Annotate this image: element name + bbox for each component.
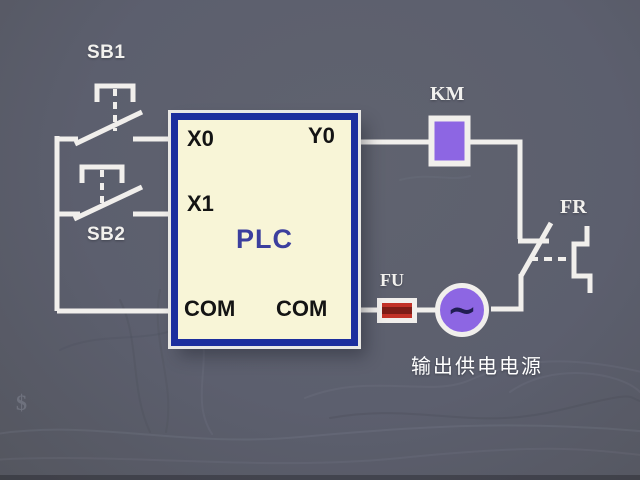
km-coil-box bbox=[428, 115, 471, 167]
sb2-pushbutton-symbol bbox=[72, 164, 144, 222]
km-coil-symbol bbox=[428, 115, 471, 167]
fr-to-source-wire bbox=[491, 274, 524, 312]
output-power-caption: 输出供电电源 bbox=[411, 356, 543, 378]
ac-source-circle bbox=[435, 283, 489, 337]
ac-source-symbol bbox=[435, 283, 489, 337]
plc-terminal-x1: X1 bbox=[187, 191, 214, 216]
ac-source-tilde-glyph: ~ bbox=[446, 290, 478, 331]
fr-contact-blade bbox=[518, 221, 554, 278]
plc-terminal-com-left: COM bbox=[184, 296, 236, 321]
plc-terminal-y0: Y0 bbox=[308, 123, 335, 148]
plc-box bbox=[171, 113, 358, 346]
fr-contact-symbol bbox=[518, 221, 593, 293]
fr-label: FR bbox=[560, 196, 587, 218]
bottom-edge-shade bbox=[0, 475, 640, 480]
sb1-button-cap bbox=[94, 83, 136, 102]
fu-fuse-symbol bbox=[377, 298, 417, 323]
fu-label: FU bbox=[380, 270, 404, 290]
background-dollar-glyph: $ bbox=[16, 390, 27, 415]
plc-label: PLC bbox=[236, 224, 293, 254]
sb1-pushbutton-symbol bbox=[73, 83, 144, 147]
sb1-label: SB1 bbox=[87, 42, 126, 63]
y0-to-fr-wire bbox=[356, 139, 523, 239]
left-bus-wire bbox=[54, 136, 174, 314]
sb2-button-cap bbox=[79, 164, 125, 183]
sb2-contact-blade bbox=[72, 184, 144, 222]
sb2-label: SB2 bbox=[87, 224, 126, 245]
sb1-contact-blade bbox=[73, 109, 144, 147]
fr-heater-element bbox=[571, 226, 593, 293]
km-label: KM bbox=[430, 83, 465, 105]
plc-terminal-com-right: COM bbox=[276, 296, 328, 321]
plc-terminal-x0: X0 bbox=[187, 126, 214, 151]
